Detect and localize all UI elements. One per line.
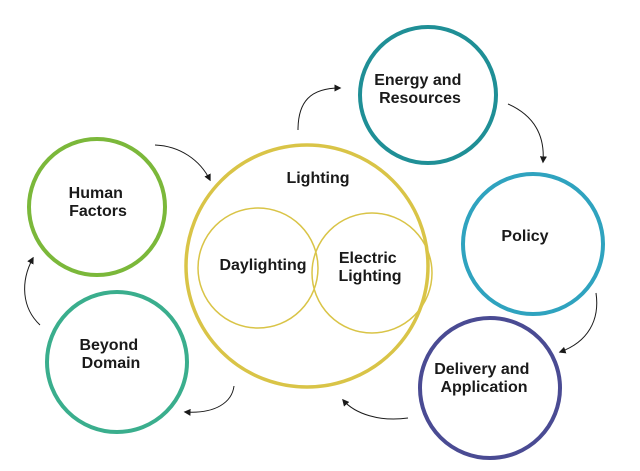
lighting-label-line1: Lighting	[286, 170, 349, 187]
arrow-lighting-to-energy	[297, 84, 342, 131]
energy-circle	[358, 25, 498, 165]
arrow-beyond-to-human	[24, 256, 41, 326]
electric-label-line2: Lighting	[338, 268, 401, 285]
beyond-label-line2: Domain	[82, 355, 141, 372]
human-circle	[27, 137, 167, 277]
arrow-policy-to-delivery	[558, 292, 598, 354]
policy-label-line1: Policy	[501, 228, 548, 245]
delivery-circle	[418, 316, 562, 460]
daylighting-label: Daylighting	[219, 257, 306, 274]
policy-label: Policy	[501, 228, 548, 245]
energy-label: Energy and Resources	[374, 72, 466, 107]
delivery-label: Delivery and Application	[434, 361, 534, 396]
human-label-line1: Human	[69, 185, 123, 202]
arrow-human-to-lighting	[154, 144, 211, 182]
electric-label: Electric Lighting	[338, 250, 401, 285]
electric-circle	[311, 212, 433, 334]
energy-label-line1: Energy and	[374, 72, 461, 89]
electric-label-line1: Electric	[339, 250, 397, 267]
daylighting-circle	[197, 207, 319, 329]
arrow-delivery-to-lighting	[342, 398, 409, 420]
beyond-label: Beyond Domain	[79, 337, 142, 372]
arrow-lighting-to-beyond	[183, 385, 235, 416]
energy-label-line2: Resources	[379, 90, 461, 107]
policy-circle	[461, 172, 605, 316]
delivery-label-line1: Delivery and	[434, 361, 529, 378]
lighting-circle	[184, 143, 430, 389]
lighting-label: Lighting	[286, 170, 349, 187]
beyond-circle	[45, 290, 189, 434]
human-label: Human Factors	[69, 185, 128, 220]
human-label-line2: Factors	[69, 203, 127, 220]
daylighting-label-line1: Daylighting	[219, 257, 306, 274]
beyond-label-line1: Beyond	[79, 337, 138, 354]
arrow-energy-to-policy	[507, 103, 547, 164]
delivery-label-line2: Application	[440, 379, 527, 396]
